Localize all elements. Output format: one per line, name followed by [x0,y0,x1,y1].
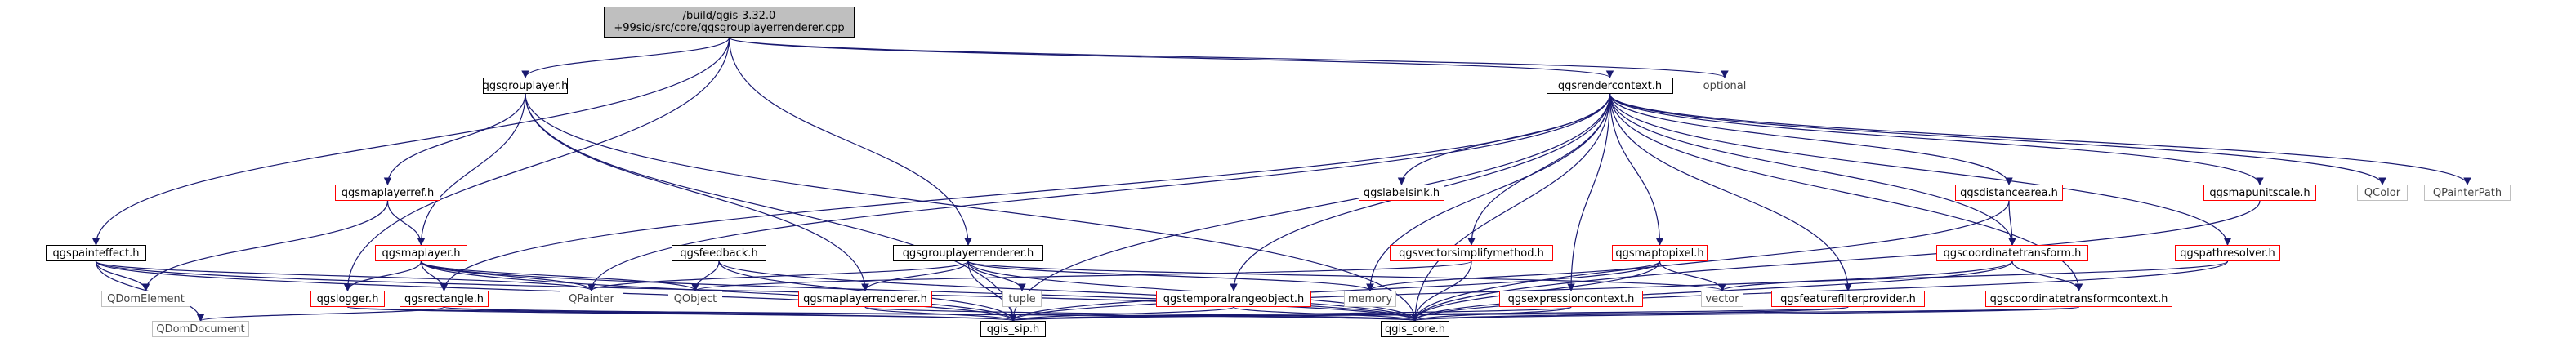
edge-qgsrendercontext_h-to-qgis_sip_h [1009,93,1611,322]
edge-qgsvectorsimplifymethod_h-to-QObject [691,260,1472,291]
root-path-line1: /build/qgis-3.32.0 [682,10,776,22]
edge-qgsdistancearea_h-to-qgscoordinatetransform_h [2008,200,2016,246]
edge-qgsrendercontext_h-to-qgsmaptopixel_h [1609,93,1664,246]
node-qcolor: QColor [2357,185,2408,201]
node-qgslabelsink-h[interactable]: qgslabelsink.h [1359,185,1444,201]
edge-qgsrectangle_h-to-qgis_sip_h [443,306,1017,322]
edge-root-to-qgsgrouplayer_h [521,37,730,78]
edge-qgsmapunitscale_h-to-qgis_core_h [1411,200,2261,322]
edge-qgsgrouplayerrenderer_h-to-vector [967,260,1726,291]
node-qgslogger-h[interactable]: qgslogger.h [310,291,385,307]
edge-qgsexpressioncontext_h-to-qgis_sip_h [1009,306,1572,322]
edge-qgstemporalrangeobject_h-to-qgis_sip_h [1009,306,1234,322]
edge-root-to-qgsgrouplayerrenderer_h [728,37,972,246]
edge-qgspainteffect_h-to-QDomElement [95,260,150,291]
edge-qgsrendercontext_h-to-qgsdistancearea_h [1609,93,2013,185]
node-qpainterpath: QPainterPath [2424,185,2511,201]
edge-qgsrendercontext_h-to-qgsexpressioncontext_h [1567,93,1611,291]
edge-qgsrendercontext_h-to-QPainterPath [1609,93,2471,185]
node-qobject: QObject [668,291,722,307]
node-qgsfeaturefilterprovider-h[interactable]: qgsfeaturefilterprovider.h [1771,291,1925,307]
node-qgsmaplayerrenderer-h[interactable]: qgsmaplayerrenderer.h [798,291,932,307]
edge-qgsfeedback_h-to-qgis_core_h [718,260,1419,322]
edge-qgsrendercontext_h-to-memory [1366,93,1611,291]
node-qgsgrouplayerrenderer-h[interactable]: qgsgrouplayerrenderer.h [893,245,1043,261]
node-qgscoordinatetransform-h[interactable]: qgscoordinatetransform.h [1936,245,2088,261]
node-qgsmaptopixel-h[interactable]: qgsmaptopixel.h [1612,245,1708,261]
edge-qgspainteffect_h-to-QPainter [95,260,596,291]
edge-root-to-optional [728,37,1729,78]
node-qgspathresolver-h[interactable]: qgspathresolver.h [2175,245,2280,261]
node-qgsmapunitscale-h[interactable]: qgsmapunitscale.h [2203,185,2316,201]
node-qdomdocument: QDomDocument [152,321,249,337]
node-memory: memory [1344,291,1396,307]
edge-qgsgrouplayer_h-to-qgis_core_h [525,93,1419,322]
node-qpainter: QPainter [560,291,623,307]
edge-qgsrendercontext_h-to-QColor [1609,93,2386,185]
edge-qgsgrouplayerrenderer_h-to-memory [967,260,1374,291]
edge-qgsgrouplayer_h-to-qgsmaplayer_h [417,93,526,246]
edge-root-to-qgsrendercontext_h [728,37,1614,78]
root-path-line2: +99sid/src/core/qgsgrouplayerrenderer.cp… [614,22,845,34]
node-qgsvectorsimplifymethod-h[interactable]: qgsvectorsimplifymethod.h [1390,245,1553,261]
node-qgsrectangle-h[interactable]: qgsrectangle.h [400,291,489,307]
edge-qgsrendercontext_h-to-qgspathresolver_h [1609,93,2232,246]
node-qgscoordinatetransformcontext-h[interactable]: qgscoordinatetransformcontext.h [1985,291,2172,307]
edge-qgsrendercontext_h-to-qgsrectangle_h [440,93,1611,291]
node-qgsgrouplayer-h[interactable]: qgsgrouplayer.h [483,78,568,94]
edge-qgsmaplayerref_h-to-QDomElement [141,200,389,291]
edge-qgsmaplayerrenderer_h-to-qgis_core_h [864,306,1419,322]
edge-qgsrendercontext_h-to-qgscoordinatetransform_h [1609,93,2016,246]
edge-qgscoordinatetransformcontext_h-to-qgis_core_h [1412,306,2080,322]
node-qgsmaplayer-h[interactable]: qgsmaplayer.h [375,245,467,261]
node-optional: optional [1693,78,1757,94]
edge-qgsgrouplayer_h-to-qgsmaplayerref_h [383,93,526,185]
node-qgsrendercontext-h[interactable]: qgsrendercontext.h [1547,78,1673,94]
dependency-edges [92,37,2471,322]
edge-qgsgrouplayerrenderer_h-to-qgsmaplayerrenderer_h [861,260,969,291]
node-qgsdistancearea-h[interactable]: qgsdistancearea.h [1955,185,2063,201]
edge-qgspainteffect_h-to-qgis_core_h [95,260,1419,322]
edge-root-to-qgspainteffect_h [92,37,730,246]
edge-root-to-qgslogger_h [343,37,730,291]
node-qgstemporalrangeobject-h[interactable]: qgstemporalrangeobject.h [1156,291,1311,307]
edge-qgsmaptopixel_h-to-qgis_sip_h [1009,260,1661,322]
node-qgis-sip-h: qgis_sip.h [980,321,1046,337]
edge-qgsrendercontext_h-to-qgsmapunitscale_h [1609,93,2264,185]
node-vector: vector [1701,291,1743,307]
node-qgspainteffect-h[interactable]: qgspainteffect.h [46,245,146,261]
edge-qgsmaplayerref_h-to-qgsmaplayer_h [386,200,426,246]
node-qgsexpressioncontext-h[interactable]: qgsexpressioncontext.h [1499,291,1643,307]
node-qdomelement: QDomElement [101,291,190,307]
edge-qgspathresolver_h-to-vector [1718,260,2229,291]
node-qgis-core-h: qgis_core.h [1381,321,1449,337]
node-qgsfeedback-h[interactable]: qgsfeedback.h [672,245,766,261]
edge-qgscoordinatetransform_h-to-qgscoordinatetransformcontext_h [2011,260,2083,291]
edge-qgsrendercontext_h-to-qgslabelsink_h [1397,93,1611,185]
edge-qgsfeedback_h-to-QObject [691,260,720,291]
edge-qgsrectangle_h-to-QDomDocument [197,306,445,322]
node-qgsmaplayerref-h[interactable]: qgsmaplayerref.h [335,185,440,201]
edge-qgsmaplayer_h-to-QPainter [420,260,596,291]
root-file-node: /build/qgis-3.32.0 +99sid/src/core/qgsgr… [604,7,855,38]
edge-qgsgrouplayerrenderer_h-to-QPainter [587,260,969,291]
edge-qgsdistancearea_h-to-qgis_core_h [1411,200,2010,322]
edge-qgspainteffect_h-to-qgis_sip_h [95,260,1017,322]
edge-qgsmaplayerrenderer_h-to-qgis_sip_h [864,306,1017,322]
edge-qgsrendercontext_h-to-QPainter [587,93,1611,291]
edge-qgsmaplayer_h-to-qgslogger_h [343,260,422,291]
node-tuple: tuple [1002,291,1042,307]
edge-qgsrendercontext_h-to-qgis_core_h [1411,93,1611,322]
edge-qgsmaptopixel_h-to-memory [1366,260,1661,291]
edge-qgsfeaturefilterprovider_h-to-qgis_core_h [1411,306,1849,322]
edge-qgsmaplayer_h-to-QObject [420,260,699,291]
edge-qgsgrouplayerrenderer_h-to-tuple [967,260,1026,291]
edge-qgscoordinatetransformcontext_h-to-qgis_sip_h [1010,306,2080,322]
edge-qgsrendercontext_h-to-qgsfeaturefilterprovider_h [1609,93,1852,291]
